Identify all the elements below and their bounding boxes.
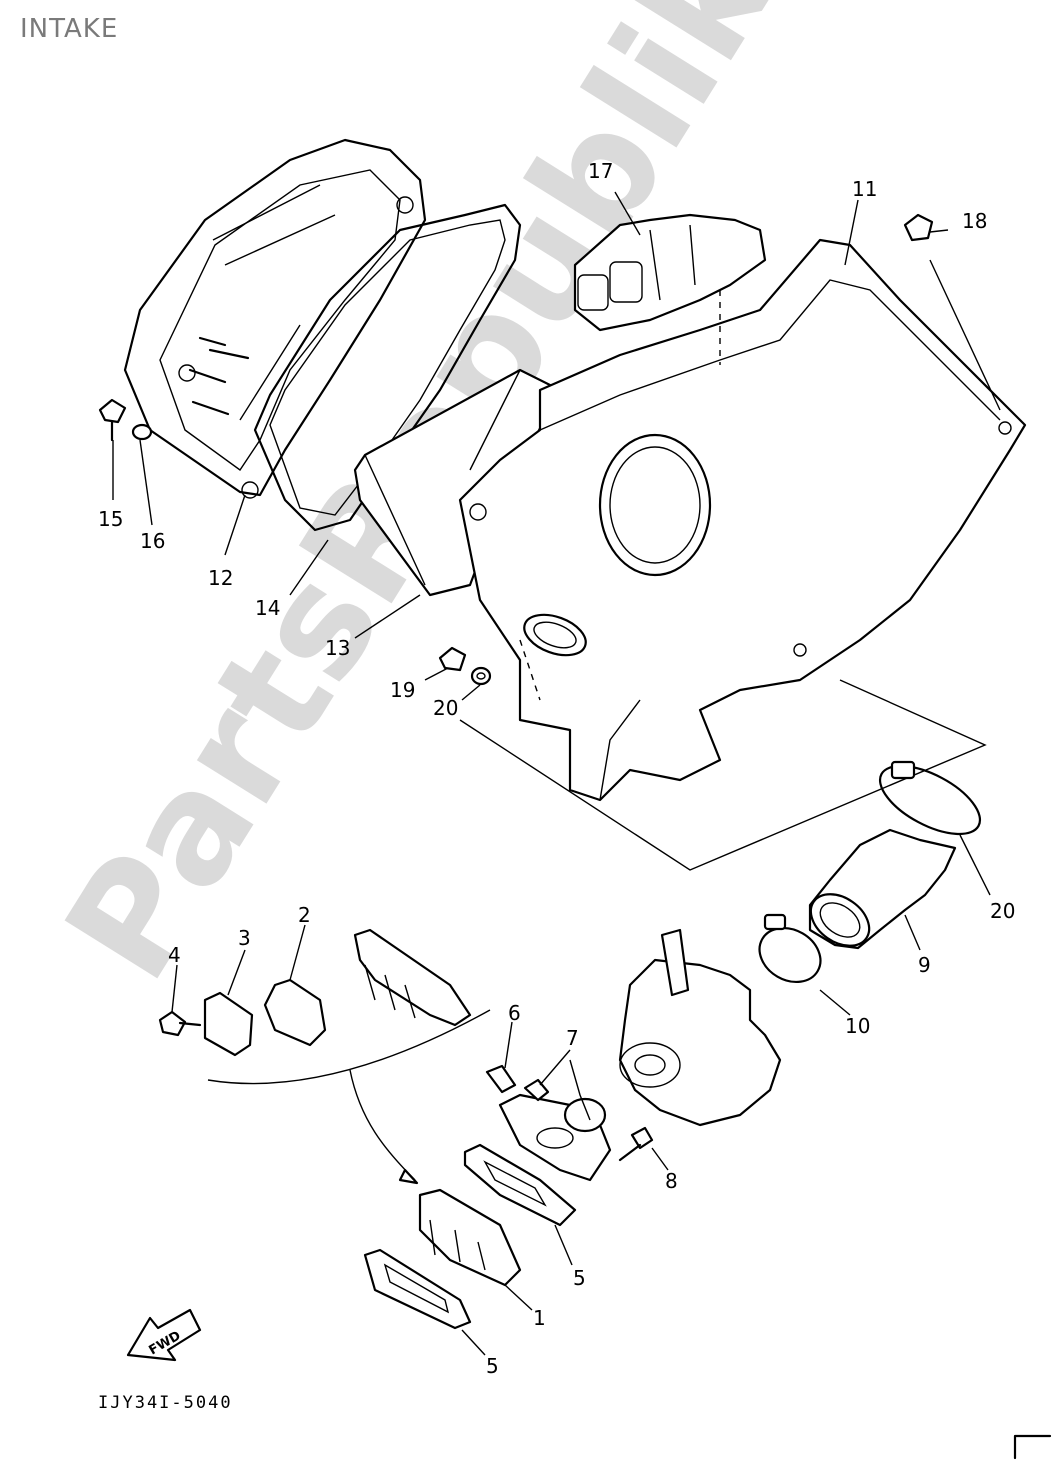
clamp-10 xyxy=(758,913,822,984)
airbox-case xyxy=(458,238,1027,802)
callout-leaders xyxy=(112,191,1001,1356)
forward-arrow-icon: FWD xyxy=(126,1308,202,1362)
engine-cylinder xyxy=(618,928,782,1127)
callout-21: 20 xyxy=(433,696,458,720)
bolt-20 xyxy=(438,646,467,672)
airbox-cover xyxy=(123,138,427,499)
reed-valve-assembly xyxy=(158,928,491,1185)
airbox-gasket xyxy=(253,203,522,532)
callout-15: 14 xyxy=(255,596,280,620)
callout-labels: 17 11 18 15 16 12 14 13 19 20 2 3 4 6 7 … xyxy=(98,159,1015,1378)
callout-8: 8 xyxy=(665,1169,678,1193)
callout-5-lower: 5 xyxy=(486,1354,499,1378)
bolt-16 xyxy=(98,398,127,442)
callout-3: 3 xyxy=(238,926,251,950)
callout-10: 10 xyxy=(845,1014,870,1038)
carburetor-joint-9 xyxy=(808,828,957,950)
callout-20: 19 xyxy=(390,678,415,702)
gasket-5-lower xyxy=(363,1248,472,1330)
callout-14: 13 xyxy=(325,636,350,660)
washer-17 xyxy=(131,423,153,441)
gasket-5-upper xyxy=(463,1143,577,1227)
callout-18: 17 xyxy=(588,159,613,183)
callout-13: 12 xyxy=(208,566,233,590)
callout-4: 4 xyxy=(168,943,181,967)
reed-valve-1 xyxy=(418,1188,522,1287)
callout-16: 15 xyxy=(98,507,123,531)
page-title: INTAKE xyxy=(20,14,119,44)
callout-12: 11 xyxy=(852,177,877,201)
diagram-code: IJY34I-5040 xyxy=(98,1393,233,1413)
bolt-6 xyxy=(523,1078,550,1102)
bolt-8 xyxy=(618,1126,654,1162)
callout-7: 6 xyxy=(508,1001,521,1025)
corner-mark xyxy=(1013,1434,1052,1460)
cap-7 xyxy=(485,1064,517,1094)
callout-5-upper: 5 xyxy=(573,1266,586,1290)
clamp-11 xyxy=(878,760,982,836)
callout-11: 20 xyxy=(990,899,1015,923)
callout-17: 16 xyxy=(140,529,165,553)
callout-1: 1 xyxy=(533,1306,546,1330)
breather-part xyxy=(573,213,767,332)
bolt-19 xyxy=(903,213,934,242)
callout-6: 7 xyxy=(566,1026,579,1050)
callout-19: 18 xyxy=(962,209,987,233)
intake-manifold-6 xyxy=(498,1093,612,1182)
callout-9: 9 xyxy=(918,953,931,977)
washer-21 xyxy=(470,666,492,686)
callout-2: 2 xyxy=(298,903,311,927)
